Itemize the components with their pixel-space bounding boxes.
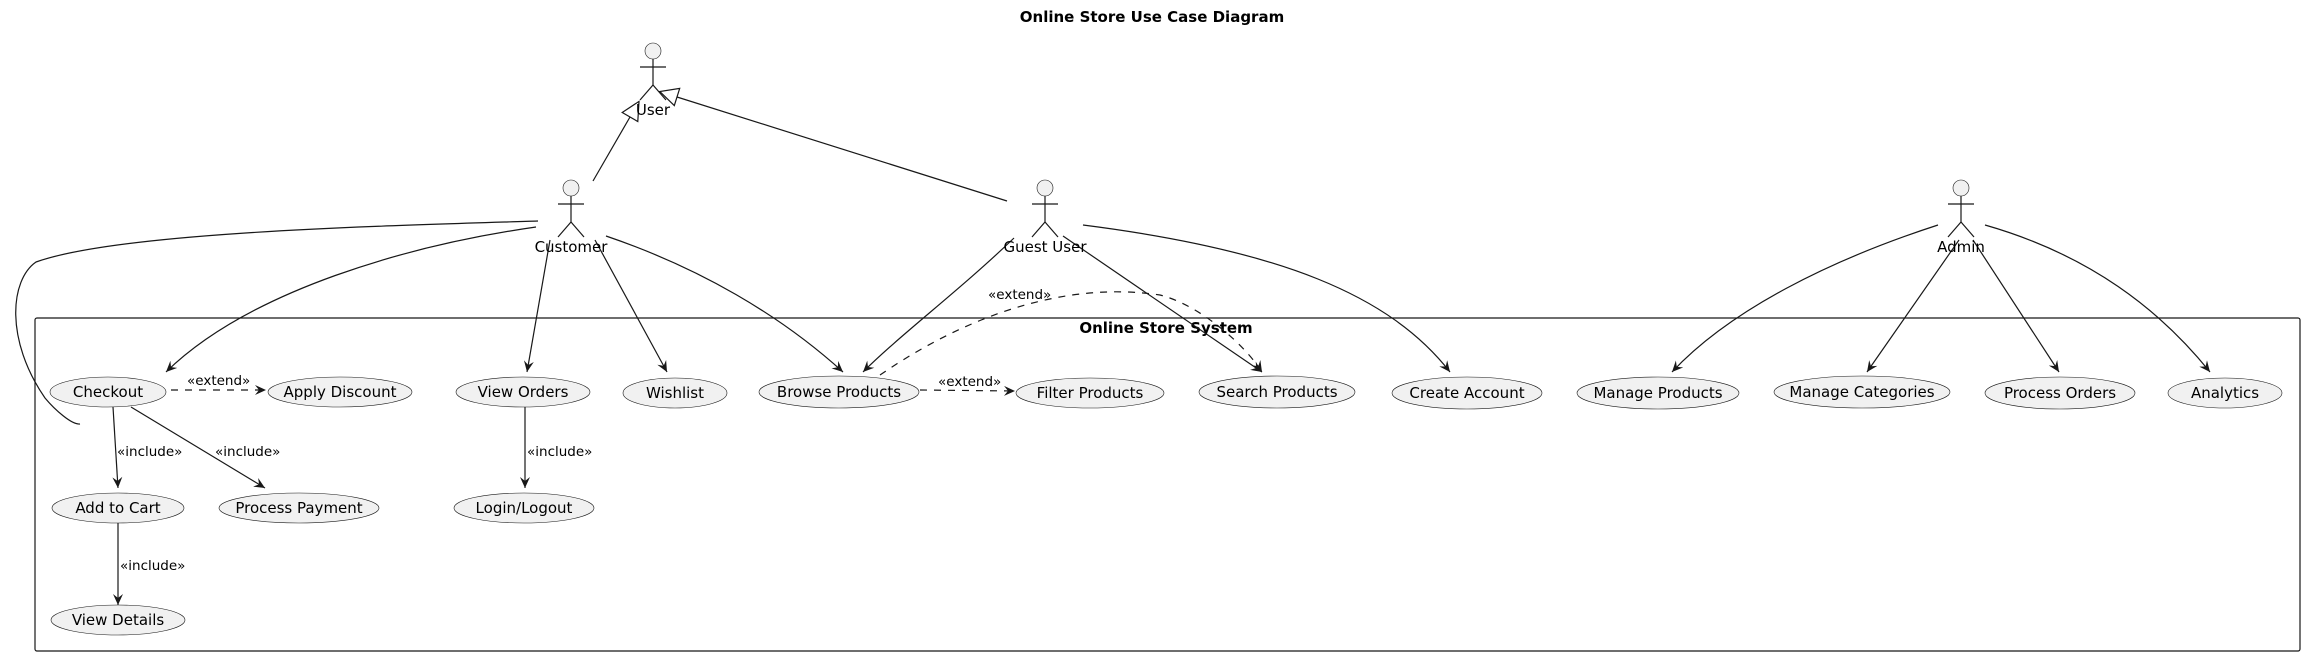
usecase-browse-products: Browse Products [758,375,920,409]
usecase-create-account: Create Account [1391,376,1543,410]
assoc-admin-analytics [1984,224,2211,373]
include-checkout-add-to-cart [112,406,123,489]
usecase-search-products: Search Products [1198,375,1356,409]
actor-admin-label: Admin [1937,238,1985,256]
actor-user-icon [639,42,667,101]
svg-text:Search Products: Search Products [1216,383,1337,401]
actor-user: User [636,42,671,119]
usecase-manage-products: Manage Products [1576,376,1740,410]
actor-user-label: User [636,101,671,119]
svg-text:Apply Discount: Apply Discount [284,383,397,401]
assoc-admin-manage-categories [1866,239,1960,373]
assoc-customer-wishlist [594,239,668,373]
usecase-analytics: Analytics [2167,377,2283,409]
generalization-guest-user [677,97,1008,202]
diagram-title: Online Store Use Case Diagram [1020,8,1284,26]
actor-guest-user-icon [1031,179,1059,238]
svg-text:Manage Categories: Manage Categories [1789,383,1934,401]
svg-text:Add to Cart: Add to Cart [75,499,160,517]
usecase-manage-categories: Manage Categories [1773,375,1951,409]
usecase-process-orders: Process Orders [1984,376,2136,410]
label-include-view-details: «include» [120,558,185,574]
usecase-view-orders: View Orders [455,376,591,408]
actor-customer-label: Customer [535,238,609,256]
system-boundary [34,317,2301,652]
usecase-checkout: Checkout [49,376,167,408]
actor-admin: Admin [1937,179,1985,256]
actor-guest-user: Guest User [1003,179,1087,256]
usecase-filter-products: Filter Products [1015,377,1165,409]
svg-text:Analytics: Analytics [2191,384,2259,402]
usecase-login-logout: Login/Logout [453,492,595,524]
usecase-view-details: View Details [50,604,186,636]
svg-text:Checkout: Checkout [73,383,143,401]
usecase-apply-discount: Apply Discount [267,376,413,408]
label-include-login: «include» [527,444,592,460]
svg-text:Manage Products: Manage Products [1593,384,1722,402]
actor-admin-icon [1947,179,1975,238]
usecase-add-to-cart: Add to Cart [51,492,185,524]
svg-text:Browse Products: Browse Products [777,383,901,401]
system-name: Online Store System [1079,319,1252,337]
actor-customer: Customer [535,179,609,256]
assoc-guest-browse [862,237,1015,373]
actor-customer-icon [557,179,585,238]
svg-text:Wishlist: Wishlist [646,384,704,402]
assoc-customer-view-orders [523,239,551,373]
assoc-customer-add-to-cart [15,220,539,425]
svg-text:Login/Logout: Login/Logout [476,499,573,517]
label-include-payment: «include» [215,444,280,460]
include-checkout-process-payment [130,406,266,489]
assoc-guest-search [1062,235,1263,373]
svg-text:Filter Products: Filter Products [1037,384,1144,402]
svg-text:Process Payment: Process Payment [235,499,362,517]
svg-text:Process Orders: Process Orders [2004,384,2116,402]
actor-guest-user-label: Guest User [1003,238,1087,256]
assoc-admin-process-orders [1972,239,2060,373]
assoc-guest-create-account [1082,224,1451,373]
generalization-customer-user [592,117,630,182]
extend-browse-search [879,291,1263,376]
assoc-customer-browse [605,235,844,373]
svg-text:View Details: View Details [72,611,165,629]
usecase-wishlist: Wishlist [622,377,728,409]
label-extend-search: «extend» [988,287,1051,303]
svg-text:Create Account: Create Account [1409,384,1524,402]
label-include-add-to-cart: «include» [117,444,182,460]
assoc-customer-checkout [165,226,537,373]
label-extend-filter: «extend» [938,374,1001,390]
extend-browse-filter [919,385,1016,396]
assoc-admin-manage-products [1671,224,1939,373]
label-extend-checkout: «extend» [187,373,250,389]
usecase-process-payment: Process Payment [218,492,380,524]
svg-text:View Orders: View Orders [478,383,569,401]
